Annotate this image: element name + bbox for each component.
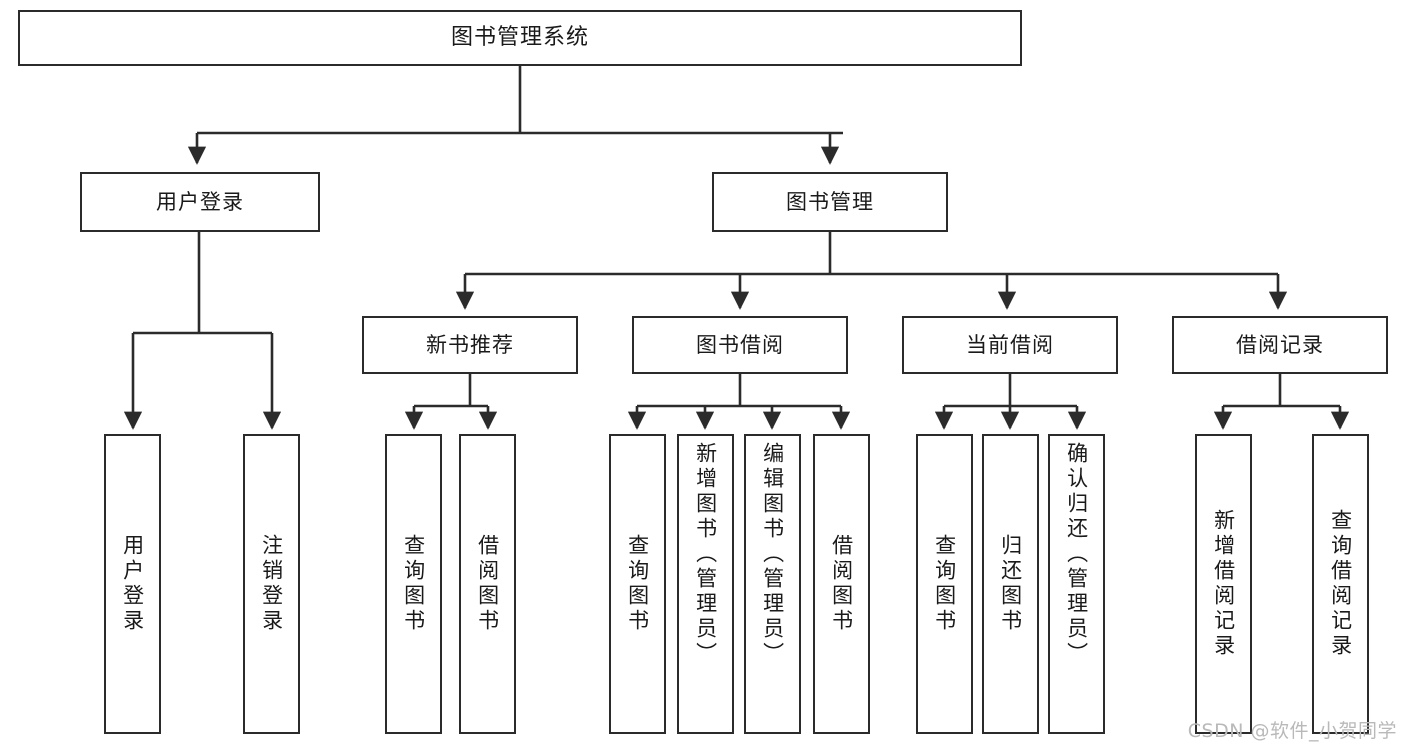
node-label: 注销登录 (259, 534, 284, 634)
leaf-query-book-current[interactable]: 查询图书 (916, 434, 973, 734)
leaf-borrow-book[interactable]: 借阅图书 (813, 434, 870, 734)
node-label: 当前借阅 (966, 332, 1054, 357)
node-label: 确认归还（管理员） (1064, 442, 1089, 667)
node-user-login[interactable]: 用户登录 (80, 172, 320, 232)
leaf-user-login[interactable]: 用户登录 (104, 434, 161, 734)
node-borrow-record[interactable]: 借阅记录 (1172, 316, 1388, 374)
leaf-add-borrow-record[interactable]: 新增借阅记录 (1195, 434, 1252, 734)
node-label: 图书管理系统 (450, 25, 589, 51)
node-current-borrow[interactable]: 当前借阅 (902, 316, 1118, 374)
leaf-query-book-borrow[interactable]: 查询图书 (609, 434, 666, 734)
node-label: 图书管理 (786, 189, 874, 214)
watermark: CSDN @软件_小贺同学 (1187, 720, 1397, 742)
node-label: 借阅图书 (475, 534, 500, 634)
leaf-edit-book-admin[interactable]: 编辑图书（管理员） (744, 434, 801, 734)
leaf-confirm-return-admin[interactable]: 确认归还（管理员） (1048, 434, 1105, 734)
node-label: 借阅记录 (1236, 332, 1324, 357)
node-label: 借阅图书 (829, 534, 854, 634)
node-label: 查询图书 (401, 534, 426, 634)
node-label: 用户登录 (120, 534, 145, 634)
leaf-query-book-recommend[interactable]: 查询图书 (385, 434, 442, 734)
node-root-book-management-system[interactable]: 图书管理系统 (18, 10, 1022, 66)
node-label: 查询借阅记录 (1328, 509, 1353, 659)
node-book-borrow[interactable]: 图书借阅 (632, 316, 848, 374)
node-label: 归还图书 (998, 534, 1023, 634)
node-label: 新增图书（管理员） (693, 442, 718, 667)
leaf-logout[interactable]: 注销登录 (243, 434, 300, 734)
leaf-add-book-admin[interactable]: 新增图书（管理员） (677, 434, 734, 734)
node-label: 查询图书 (932, 534, 957, 634)
node-label: 图书借阅 (696, 332, 784, 357)
node-label: 编辑图书（管理员） (760, 442, 785, 667)
leaf-query-borrow-record[interactable]: 查询借阅记录 (1312, 434, 1369, 734)
node-label: 用户登录 (156, 189, 244, 214)
node-label: 新增借阅记录 (1211, 509, 1236, 659)
leaf-borrow-book-recommend[interactable]: 借阅图书 (459, 434, 516, 734)
node-label: 查询图书 (625, 534, 650, 634)
node-new-book-recommend[interactable]: 新书推荐 (362, 316, 578, 374)
leaf-return-book[interactable]: 归还图书 (982, 434, 1039, 734)
node-label: 新书推荐 (426, 332, 514, 357)
node-book-management[interactable]: 图书管理 (712, 172, 948, 232)
